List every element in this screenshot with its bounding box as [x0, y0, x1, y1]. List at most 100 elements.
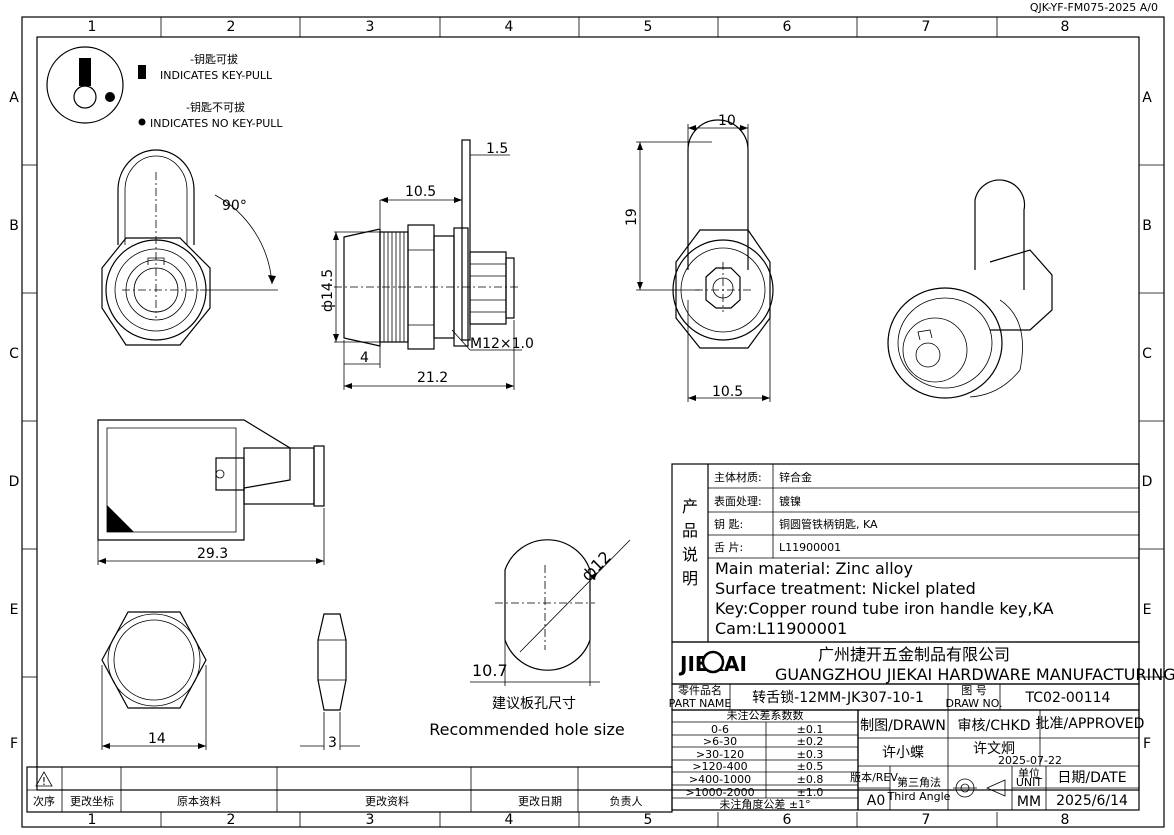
spec-en-line: Key:Copper round tube iron handle key,KA [715, 599, 1054, 618]
column-ticks [160, 17, 998, 827]
col-label: 3 [366, 812, 375, 828]
row-label: B [1142, 218, 1152, 234]
no-pull-en: INDICATES NO KEY-PULL [150, 117, 283, 130]
cam-plate [461, 139, 471, 341]
spec-en-line: Cam:L11900001 [715, 619, 847, 638]
col-label: 5 [644, 812, 653, 828]
col-label: 8 [1061, 812, 1070, 828]
company-block: JIEKAI 广州捷开五金制品有限公司 GUANGZHOU JIEKAI HAR… [671, 641, 1174, 685]
warning-icon: ! [35, 771, 53, 788]
row-label: B [9, 218, 19, 234]
row-label: E [10, 602, 19, 618]
angle-tolerance: 未注角度公差 ±1° [719, 797, 810, 811]
outer-frame [21, 16, 1165, 828]
column-labels: 1 2 3 4 5 6 7 8 1 2 3 4 5 6 7 8 [88, 19, 1070, 828]
thread-callout: M12×1.0 [470, 336, 534, 352]
date-value: 2025/6/14 [1056, 793, 1128, 809]
angle-proj-cn: 第三角法 [897, 775, 941, 789]
tol-range: 0-6 [711, 723, 729, 736]
tol-range: >400-1000 [689, 773, 751, 786]
spec-value: 铜圆管铁柄钥匙, KA [779, 517, 878, 531]
svg-text:!: ! [42, 775, 46, 788]
part-name-cn: 零件品名 [678, 683, 722, 697]
spec-label: 表面处理: [714, 494, 762, 508]
dim-10-5-top: 10.5 [405, 184, 436, 200]
dim-29-3: 29.3 [197, 546, 228, 562]
spec-label: 钥 匙: [714, 517, 743, 531]
dim-21-2: 21.2 [417, 370, 448, 386]
rev-label: 版本/REV [850, 770, 898, 784]
col-label: 1 [88, 812, 97, 828]
dim-10-5-bottom: 10.5 [712, 384, 743, 400]
dim-10-7: 10.7 [472, 661, 508, 680]
tol-value: ±1.0 [797, 786, 824, 799]
col-label: 8 [1061, 19, 1070, 35]
row-ticks [22, 164, 1164, 678]
tol-value: ±0.5 [797, 760, 824, 773]
key-legend: -钥匙可拔 INDICATES KEY-PULL -钥匙不可拔 INDICATE… [46, 46, 283, 130]
spec-en-line: Main material: Zinc alloy [715, 559, 913, 578]
isometric-lock [887, 179, 1053, 399]
key-view: 29.3 [97, 419, 325, 565]
row-label: E [1143, 602, 1152, 618]
company-name-cn: 广州捷开五金制品有限公司 [818, 645, 1010, 664]
part-name-en: PART NAME [669, 697, 732, 710]
side-view-lock: 1.5 10.5 ф14.5 4 21.2 M12×1.0 [320, 139, 534, 390]
tol-value: ±0.8 [797, 773, 824, 786]
key-pull-en: INDICATES KEY-PULL [160, 69, 273, 82]
tol-range: >6-30 [703, 735, 737, 748]
spec-block: 产 品 说 明 主体材质: 锌合金 表面处理: 镀镍 钥 匙: 铜圆管铁柄钥匙,… [671, 463, 1140, 643]
dim-4: 4 [360, 350, 369, 366]
col-label: 3 [366, 19, 375, 35]
unit-cn: 单位 [1018, 766, 1040, 780]
third-angle-projection-icon [953, 778, 1006, 798]
nut-view: 14 3 [101, 611, 360, 751]
row-label: F [10, 736, 18, 752]
tol-title: 未注公差系数数 [727, 708, 804, 722]
row-label: F [1143, 736, 1151, 752]
dim-12: ф12 [577, 547, 615, 585]
spec-side-title-3: 说 [682, 545, 698, 564]
hole-caption-en: Recommended hole size [429, 720, 625, 739]
rev-header-seq: 次序 [33, 794, 55, 808]
col-label: 5 [644, 19, 653, 35]
col-label: 2 [227, 19, 236, 35]
row-label: D [9, 474, 20, 490]
row-label: A [9, 90, 19, 106]
spec-label: 主体材质: [714, 470, 762, 484]
no-pull-marker [105, 92, 115, 102]
col-label: 4 [505, 19, 514, 35]
hole-caption-cn: 建议板孔尺寸 [492, 696, 576, 712]
rev-header-owner: 负责人 [610, 794, 643, 808]
tol-value: ±0.1 [797, 723, 824, 736]
col-label: 7 [922, 19, 931, 35]
unit-value: MM [1017, 794, 1041, 810]
row-label: D [1142, 474, 1153, 490]
no-key-pull-icon [138, 118, 146, 126]
spec-side-title-2: 品 [682, 521, 698, 540]
spec-side-title-4: 明 [682, 569, 698, 588]
col-label: 6 [783, 19, 792, 35]
drawn-value: 许小蝶 [882, 745, 924, 761]
key-pull-icon [138, 65, 146, 79]
row-labels: A B C D E F A B C D E F [9, 90, 1153, 752]
rev-header-coord: 更改坐标 [70, 794, 114, 808]
front-view-lock: 90° [101, 149, 278, 346]
tol-value: ±0.2 [797, 735, 824, 748]
unit-en: UNIT [1016, 776, 1043, 789]
tol-range: >120-400 [692, 760, 747, 773]
chkd-date: 2025-07-22 [998, 754, 1062, 767]
tol-value: ±0.3 [797, 748, 824, 761]
dim-10: 10 [718, 113, 736, 129]
key-pull-cn: -钥匙可拔 [190, 52, 238, 66]
col-label: 4 [505, 812, 514, 828]
key-pull-marker [79, 58, 91, 86]
dim-19: 19 [624, 208, 640, 226]
rev-header-original: 原本资料 [177, 794, 221, 808]
row-label: C [9, 346, 19, 362]
angle-proj-en: Third Angle [887, 790, 951, 803]
tol-range: >30-120 [696, 748, 744, 761]
row-label: C [1142, 346, 1152, 362]
draw-no-en: DRAW NO. [946, 697, 1003, 710]
